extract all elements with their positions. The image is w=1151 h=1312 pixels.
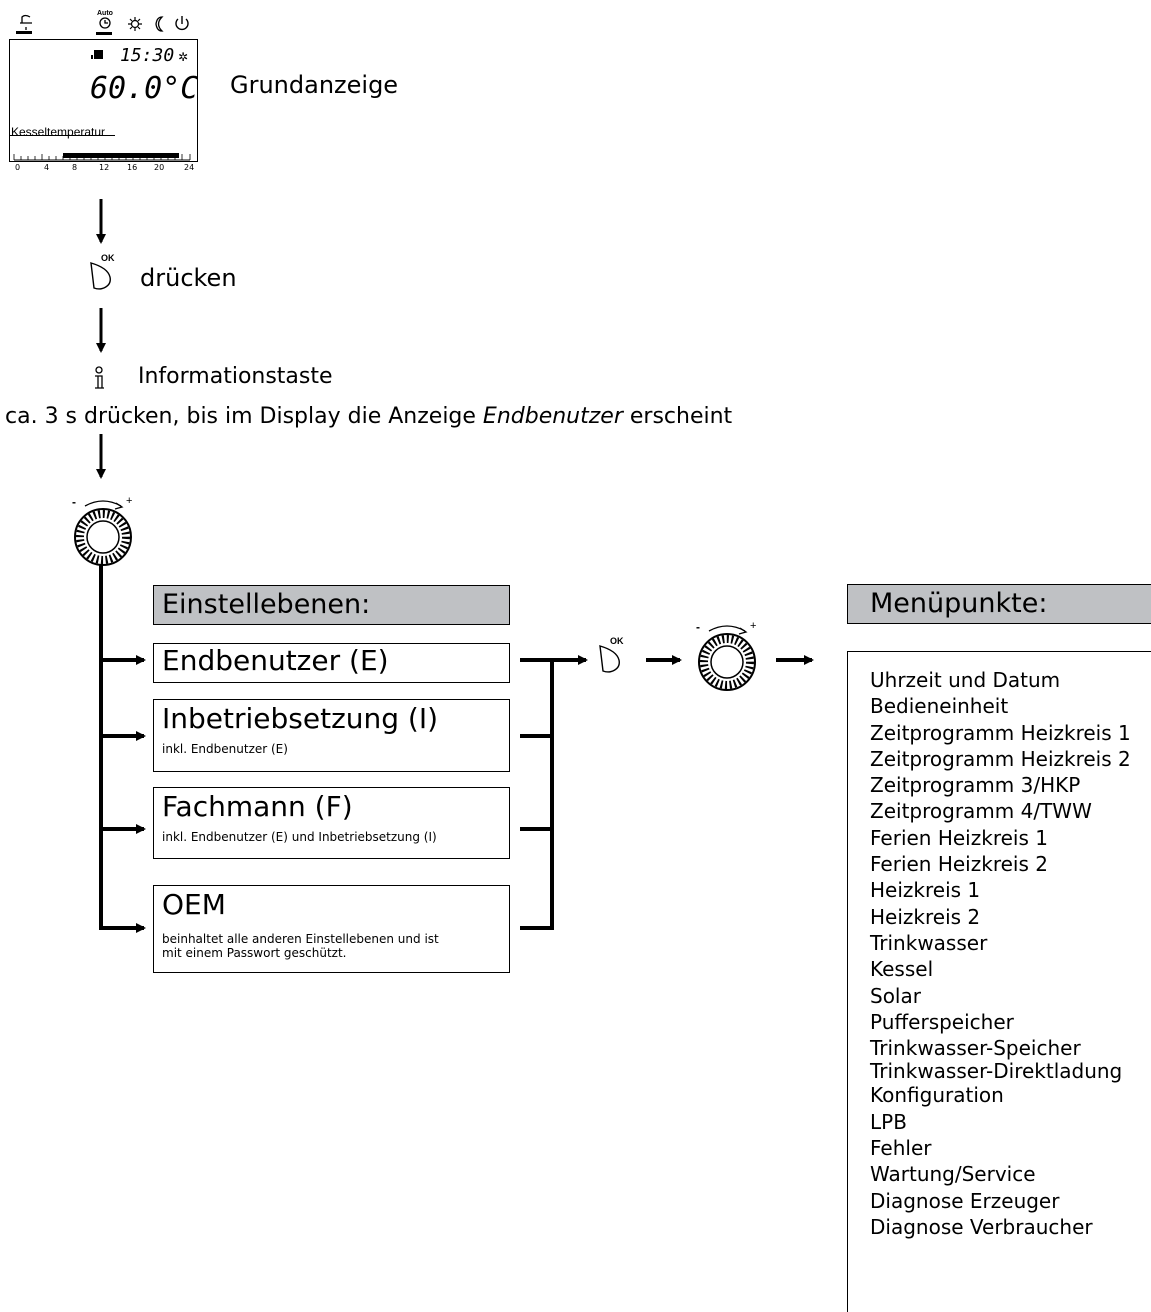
display-time: 15:30 (120, 45, 175, 66)
display-time-bar (13, 153, 191, 161)
menu-item[interactable]: Solar (870, 983, 921, 1008)
standby-icon[interactable] (175, 16, 189, 31)
menu-item[interactable]: Zeitprogramm 4/TWW (870, 799, 1092, 824)
scale-8: 8 (72, 163, 78, 172)
scale-0: 0 (15, 163, 21, 172)
svg-text:+: + (750, 620, 756, 632)
menu-item[interactable]: Wartung/Service (870, 1162, 1036, 1187)
levels-header-label: Einstellebenen: (162, 589, 371, 620)
menu-item[interactable]: Trinkwasser-Direktladung (870, 1059, 1123, 1084)
auto-clock-icon[interactable] (99, 17, 111, 29)
level-title: Endbenutzer (E) (162, 644, 389, 677)
scale-24: 24 (184, 163, 195, 172)
manual-mode-icon[interactable] (20, 14, 32, 31)
display-label-underline (10, 135, 115, 136)
scale-20: 20 (154, 163, 165, 172)
svg-text:+: + (126, 495, 132, 507)
level-subtitle: inkl. Endbenutzer (E) und Inbetriebsetzu… (162, 830, 437, 844)
burner-icon (91, 50, 103, 59)
level-title: Inbetriebsetzung (I) (162, 702, 439, 735)
menu-item[interactable]: LPB (870, 1109, 907, 1134)
menu-item[interactable]: Kessel (870, 957, 934, 982)
scale-12: 12 (99, 163, 110, 172)
scale-4: 4 (44, 163, 50, 172)
levels-header: Einstellebenen: (153, 585, 510, 625)
menu-item[interactable]: Ferien Heizkreis 1 (870, 825, 1048, 850)
mode-icons: Auto (16, 10, 189, 35)
display-screen: 15:30 ✲ 60.0°C Kesseltemperatur (9, 39, 198, 162)
menu-item[interactable]: Konfiguration (870, 1083, 1004, 1108)
menu-item[interactable]: Diagnose Verbraucher (870, 1214, 1093, 1239)
druecken-label: drücken (140, 264, 237, 292)
auto-mode-indicator (96, 32, 112, 35)
informationstaste-label: Informationstaste (138, 364, 333, 389)
level-subtitle-2: mit einem Passwort geschützt. (162, 946, 347, 960)
menu-item[interactable]: Ferien Heizkreis 2 (870, 852, 1048, 877)
menu-item[interactable]: Trinkwasser-Speicher (870, 1036, 1081, 1061)
hold-instruction: ca. 3 s drücken, bis im Display die Anze… (5, 406, 732, 428)
menu-item[interactable]: Uhrzeit und Datum (870, 668, 1061, 692)
info-key-icon[interactable] (92, 366, 112, 396)
menu-header: Menüpunkte: (847, 584, 1151, 624)
menu-item[interactable]: Pufferspeicher (870, 1009, 1014, 1034)
svg-text:-: - (72, 495, 76, 509)
menu-list-box: Uhrzeit und Datum Bedieneinheit Zeitprog… (847, 651, 1151, 1312)
menu-item[interactable]: Diagnose Erzeuger (870, 1188, 1060, 1213)
menu-item[interactable]: Bedieneinheit (870, 694, 1009, 719)
menu-item[interactable]: Fehler (870, 1136, 932, 1161)
grundanzeige-label: Grundanzeige (230, 71, 399, 99)
menu-item[interactable]: Heizkreis 1 (870, 878, 981, 903)
menu-header-label: Menüpunkte: (870, 588, 1048, 619)
sun-icon[interactable] (128, 17, 142, 31)
menu-item[interactable]: Zeitprogramm Heizkreis 2 (870, 746, 1131, 771)
hold-suffix: erscheint (622, 404, 733, 429)
display-sun-icon: ✲ (178, 50, 189, 64)
ok-label-2: OK (610, 636, 624, 646)
scale-16: 16 (127, 163, 138, 172)
menu-list: Uhrzeit und Datum Bedieneinheit Zeitprog… (870, 667, 1131, 1240)
svg-text:-: - (696, 620, 700, 634)
hold-emph: Endbenutzer (482, 404, 623, 429)
ok-label: OK (101, 253, 115, 263)
level-oem[interactable]: OEM beinhaltet alle anderen Einstelleben… (153, 885, 510, 973)
level-subtitle: beinhaltet alle anderen Einstellebenen u… (162, 932, 439, 946)
level-title: Fachmann (F) (162, 790, 353, 823)
rotary-knob-2-icon[interactable]: - + (692, 619, 762, 694)
menu-item[interactable]: Trinkwasser (870, 930, 988, 955)
hold-prefix: ca. 3 s drücken, bis im Display die Anze… (5, 404, 483, 429)
menu-item[interactable]: Zeitprogramm 3/HKP (870, 773, 1081, 798)
level-subtitle: inkl. Endbenutzer (E) (162, 742, 288, 756)
display-temperature: 60.0°C (90, 71, 199, 106)
moon-icon[interactable] (155, 16, 164, 32)
auto-label: Auto (97, 10, 113, 17)
level-fachmann[interactable]: Fachmann (F) inkl. Endbenutzer (E) und I… (153, 787, 510, 859)
level-title: OEM (162, 888, 226, 921)
ok-button-2-icon[interactable]: OK (597, 636, 637, 676)
menu-item[interactable]: Heizkreis 2 (870, 904, 981, 929)
rotary-knob-icon[interactable]: - + (68, 494, 138, 569)
level-inbetriebsetzung[interactable]: Inbetriebsetzung (I) inkl. Endbenutzer (… (153, 699, 510, 772)
menu-item[interactable]: Zeitprogramm Heizkreis 1 (870, 720, 1131, 745)
manual-mode-indicator (16, 31, 32, 34)
ok-button-icon[interactable]: OK (88, 253, 128, 293)
level-endbenutzer[interactable]: Endbenutzer (E) (153, 643, 510, 683)
